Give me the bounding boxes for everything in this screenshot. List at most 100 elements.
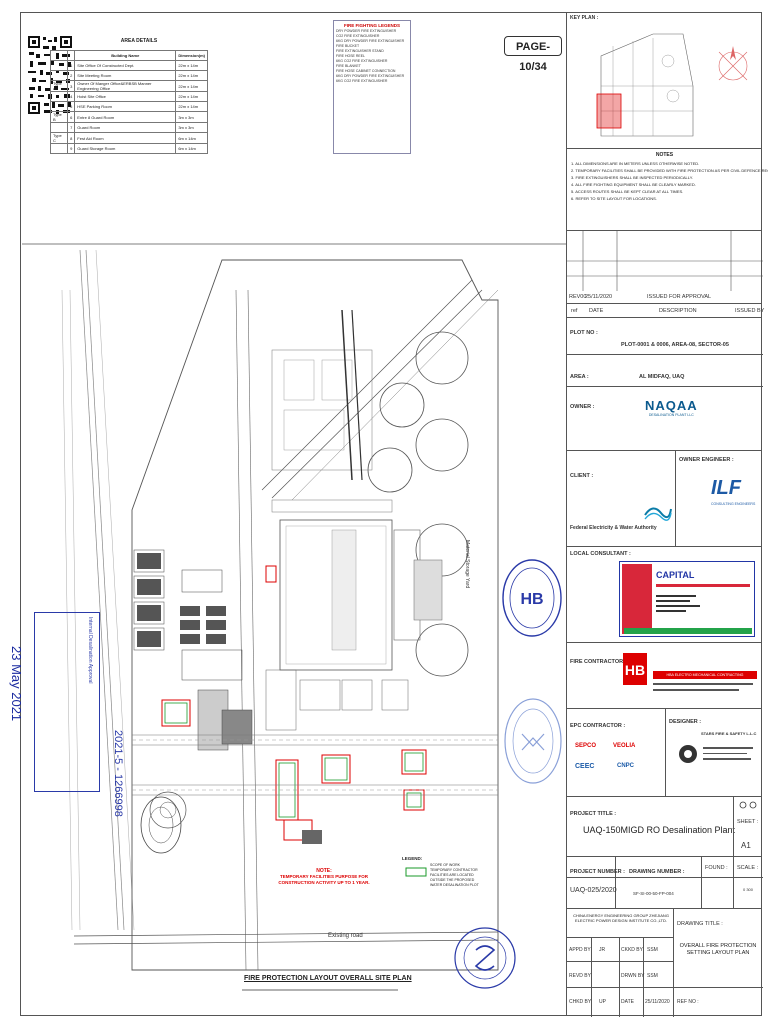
- fire-legend-item: CO2 FIRE EXTINGUISHER: [336, 34, 380, 38]
- ref-no-label: REF NO :: [677, 999, 699, 1005]
- area-table-cell: [49, 70, 69, 81]
- existing-road-label: Existing road: [328, 933, 363, 939]
- sheet-label: SHEET :: [737, 819, 759, 825]
- designer-seal: [454, 927, 516, 989]
- page-badge: PAGE-10/34: [504, 36, 562, 73]
- checked-by-value: SSM: [647, 947, 658, 953]
- fire-contractor-block: FIRE CONTRACTOR : HB HBA ELECTRO MECHANI…: [566, 642, 762, 708]
- revision-empty-grid: [566, 230, 763, 291]
- capital-logo-icon: [622, 564, 652, 634]
- owner-label: OWNER :: [570, 404, 595, 410]
- capital-contact-lines: [656, 592, 706, 632]
- fire-legend-item: FIRE HOSE REEL: [336, 54, 365, 58]
- area-table-cell: 22m x 14m: [175, 101, 208, 112]
- owner-logo-text: NAQAA: [645, 398, 698, 413]
- area-table-cell: 8: [67, 132, 76, 144]
- fire-legend-title: FIRE FIGHTING LEGENDS: [343, 23, 400, 28]
- small-site-seal: [140, 796, 182, 854]
- date-stamp: 23 May 2021: [9, 646, 24, 722]
- area-table-cell: Site Meeting Room: [74, 70, 177, 81]
- area-table-header: Building Name: [74, 50, 177, 61]
- epc-logo-2: VEOLIA: [613, 743, 636, 749]
- ilf-logo-sub: CONSULTING ENGINEERS: [711, 502, 756, 506]
- drawing-number-value: SF-SI-00-50-FP-004: [633, 891, 674, 896]
- area-table-cell: 4: [67, 91, 76, 102]
- capital-logo-text: CAPITAL: [656, 570, 695, 580]
- epc-label: EPC CONTRACTOR :: [570, 723, 626, 729]
- designer-logo-icon: [679, 745, 697, 763]
- material-storage-label: Material Storage Yard: [464, 540, 470, 589]
- consultant-seal: [504, 698, 562, 784]
- area-table-cell: 7: [67, 122, 76, 133]
- rev-header-description: DESCRIPTION: [659, 308, 697, 314]
- rev-header-ref: ref: [571, 308, 578, 314]
- svg-text:HB: HB: [625, 662, 645, 678]
- area-table-header: [49, 50, 69, 61]
- epc-logo-3: CEEC: [575, 763, 595, 770]
- area-table-cell: Hoist Site Office: [74, 91, 177, 102]
- epc-logo-4: CNPC: [617, 763, 635, 769]
- drawing-number-label: DRAWING NUMBER :: [629, 869, 685, 875]
- area-table-cell: 3m x 3m: [175, 122, 208, 133]
- area-table-cell: 6: [67, 111, 76, 123]
- rev-number: REV00: [569, 294, 587, 300]
- approved-by-label: APPD BY: [569, 947, 591, 953]
- fire-legend-item: 6KG DRY POWDER FIRE EXTINGUISHER: [336, 74, 405, 78]
- fire-legend-item: 6KG CO2 FIRE EXTINGUISHER: [336, 59, 388, 63]
- plan-legend: LEGEND: SCOPE OF WORK TEMPORARY CONTRACT…: [402, 856, 482, 888]
- area-table-cell: 6m x 14m: [175, 132, 208, 144]
- note-line: 6. REFER TO SITE LAYOUT FOR LOCATIONS.: [571, 196, 657, 201]
- plan-note-title: NOTE:: [316, 868, 332, 874]
- area-table-header: [67, 50, 76, 61]
- reviewed-by-label: REVD BY: [569, 973, 591, 979]
- date-label: DATE: [621, 999, 634, 1005]
- area-value: AL MIDFAQ, UAQ: [639, 374, 685, 380]
- project-number-value: UAQ-025/2020: [570, 887, 617, 894]
- area-table-cell: Site Office Of Constructed Dept.: [74, 60, 177, 71]
- project-number-label: PROJECT NUMBER :: [570, 869, 626, 875]
- fire-legend-item: 6KG DRY POWDER FIRE EXTINGUISHER: [336, 39, 405, 43]
- drawing-title-label: DRAWING TITLE :: [677, 921, 723, 927]
- area-table-cell: 2: [67, 70, 76, 81]
- plan-note-text: TEMPORARY FACILITIES PURPOSE FOR CONSTRU…: [278, 874, 370, 885]
- area-table-cell: [49, 91, 69, 102]
- key-plan: KEY PLAN :: [566, 12, 762, 148]
- number-stamp: 2021-5 - 1266998: [112, 730, 124, 817]
- client-block: CLIENT : Federal Electricity & Water Aut…: [566, 450, 762, 547]
- key-plan-highlight: [596, 93, 622, 129]
- project-title-value: UAQ-150MIGD RO Desalination Plant: [583, 825, 736, 835]
- drawn-by-label: DRWN BY: [621, 973, 645, 979]
- date-value: 25/11/2020: [645, 999, 670, 1005]
- area-table-cell: [49, 122, 69, 133]
- project-info-block: PLOT NO : PLOT-0001 & 0006, AREA-08, SEC…: [566, 318, 763, 450]
- client-name: Federal Electricity & Water Authority: [570, 525, 657, 531]
- owner-logo-sub: DESALINATION PLANT LLC: [648, 413, 694, 417]
- local-consultant-block: LOCAL CONSULTANT : CAPITAL: [566, 546, 762, 642]
- ilf-logo-text: ILF: [711, 477, 741, 499]
- notes-title: NOTES: [655, 152, 674, 158]
- found-label: FOUND :: [705, 865, 728, 871]
- area-table-cell: Type A: [49, 80, 69, 92]
- hb-logo-icon: HB: [623, 653, 647, 685]
- area-table-header: Dimension(m): [175, 50, 208, 61]
- sheet-border: [20, 12, 762, 1016]
- area-table-cell: 6m x 14m: [175, 143, 208, 154]
- fire-contractor-label: FIRE CONTRACTOR :: [570, 659, 627, 665]
- fire-legend-item: DRY POWDER FIRE EXTINGUISHER: [336, 29, 397, 33]
- area-table-cell: Guard Room: [74, 122, 177, 133]
- scale-label: SCALE :: [737, 865, 759, 871]
- area-table-cell: 22m x 14m: [175, 91, 208, 102]
- plot-no-value: PLOT-0001 & 0006, AREA-08, SECTOR-05: [621, 342, 729, 348]
- svg-text:HB: HB: [520, 591, 543, 608]
- fire-contractor-name: HBA ELECTRO MECHANICAL CONTRACTING: [653, 671, 757, 679]
- revision-header-row: ref DATE DESCRIPTION ISSUED BY: [566, 304, 764, 318]
- owner-logo: NAQAA DESALINATION PLANT LLC: [645, 398, 698, 417]
